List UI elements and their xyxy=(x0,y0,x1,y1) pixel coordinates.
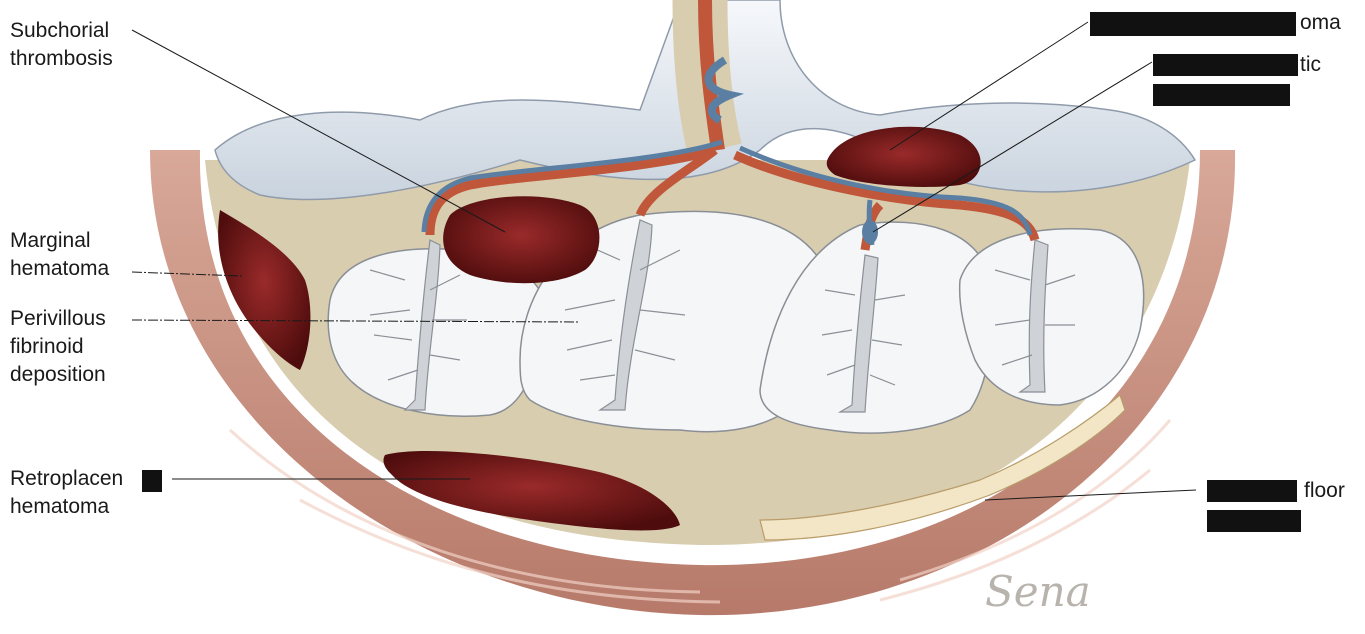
label-perivillous-3: deposition xyxy=(10,362,106,388)
label-top-right-1: oma xyxy=(1300,10,1341,36)
redaction-box xyxy=(142,470,162,492)
label-retroplacental-1: Retroplacen xyxy=(10,466,123,492)
label-marginal-hematoma-2: hematoma xyxy=(10,256,109,282)
label-top-right-2: tic xyxy=(1300,52,1321,78)
redaction-box xyxy=(1207,480,1297,502)
label-perivillous-1: Perivillous xyxy=(10,306,106,332)
redaction-box xyxy=(1153,84,1290,106)
label-marginal-hematoma-1: Marginal xyxy=(10,228,91,254)
label-subchorial-thrombosis-2: thrombosis xyxy=(10,46,113,72)
label-perivillous-2: fibrinoid xyxy=(10,334,84,360)
label-bottom-right-1: floor xyxy=(1304,478,1345,504)
subchorial-thrombus xyxy=(443,196,599,283)
redaction-box xyxy=(1207,510,1301,532)
subamniotic-hematoma xyxy=(827,127,981,187)
artist-signature: Sena xyxy=(985,568,1091,616)
redaction-box xyxy=(1153,54,1298,76)
aneurysmatic-dilation xyxy=(862,220,878,244)
label-subchorial-thrombosis-1: Subchorial xyxy=(10,18,109,44)
label-retroplacental-2: hematoma xyxy=(10,494,109,520)
redaction-box xyxy=(1090,12,1296,36)
intervillous-space-4 xyxy=(960,229,1144,405)
